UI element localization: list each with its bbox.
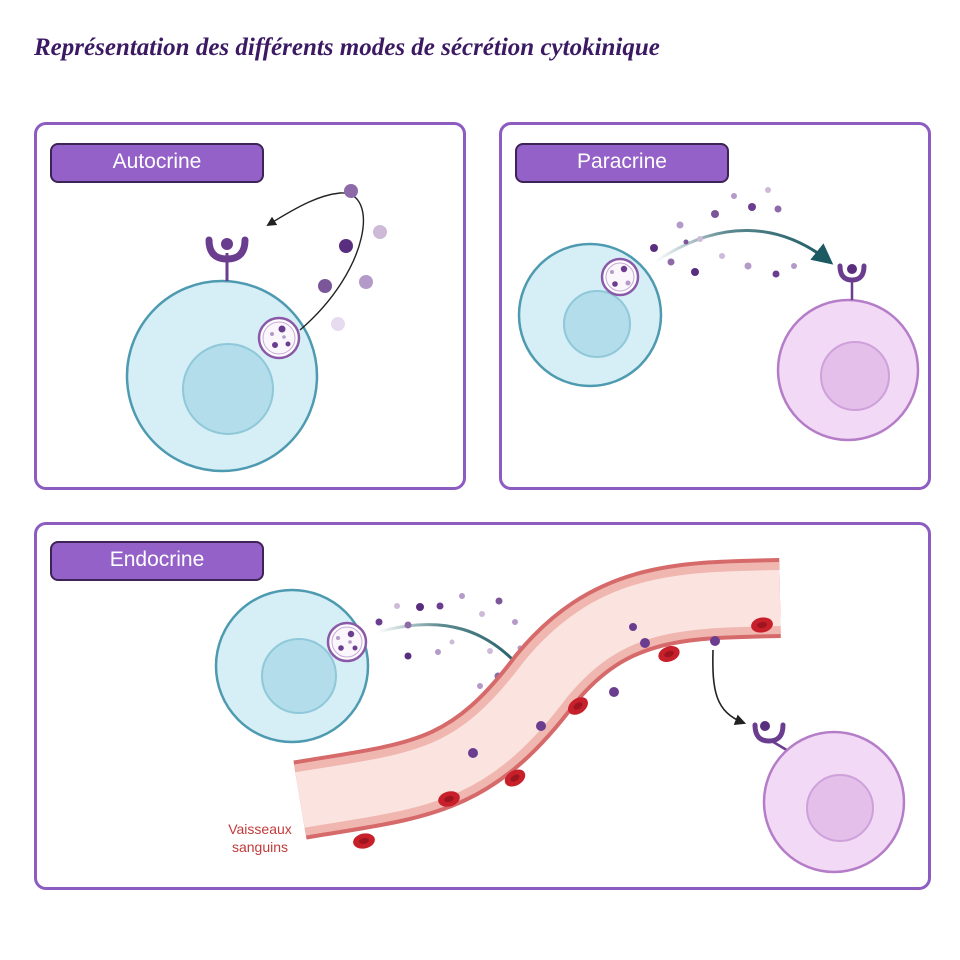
paracrine-secreting-cell: [517, 242, 663, 388]
paracrine-target-cell: [776, 298, 920, 442]
label-endocrine: Endocrine: [50, 541, 264, 581]
page-title: Représentation des différents modes de s…: [34, 34, 660, 61]
endocrine-exit-arrow: [712, 649, 747, 726]
paracrine-receptor: [837, 263, 867, 300]
label-paracrine: Paracrine: [515, 143, 729, 183]
blood-cytokines: [468, 623, 720, 758]
endocrine-secreting-cell: [214, 588, 370, 744]
paracrine-vesicle: [600, 257, 640, 297]
endocrine-cytokines: [375, 593, 550, 689]
vessel-label: Vaisseaux sanguins: [228, 821, 292, 855]
paracrine-arrow: [654, 229, 834, 265]
autocrine-receptor: [205, 236, 249, 281]
blood-vessel: [293, 558, 781, 840]
autocrine-cell: [125, 279, 319, 473]
endocrine-target-cell: [762, 730, 906, 874]
paracrine-cytokines: [650, 187, 797, 278]
label-autocrine: Autocrine: [50, 143, 264, 183]
endocrine-vesicle: [326, 621, 368, 663]
endocrine-receptor: [752, 721, 791, 754]
autocrine-vesicle: [257, 316, 301, 360]
autocrine-cytokines: [318, 184, 387, 331]
